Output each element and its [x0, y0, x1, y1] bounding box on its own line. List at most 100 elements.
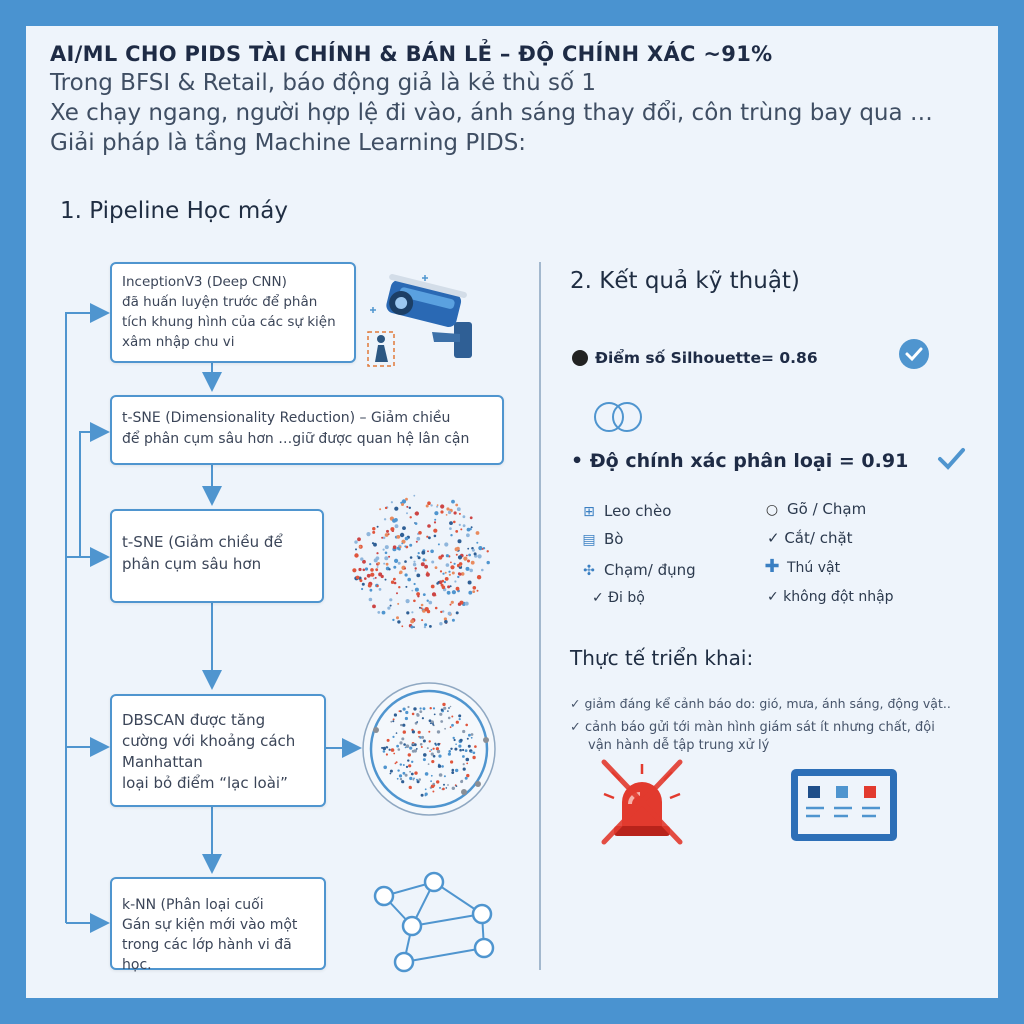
- scatter-dot: [414, 569, 417, 572]
- cluster-dot: [451, 715, 454, 718]
- cluster-dot: [392, 720, 395, 723]
- scatter-dot: [413, 599, 416, 603]
- scatter-dot: [428, 600, 433, 605]
- scatter-dot: [453, 511, 457, 515]
- scatter-dot: [424, 623, 428, 627]
- scatter-dot: [450, 600, 454, 604]
- tsne-scatter-plot: [352, 494, 490, 629]
- cluster-dot: [399, 777, 403, 781]
- cluster-dot: [386, 738, 390, 742]
- cluster-dot: [421, 735, 425, 739]
- scatter-dot: [384, 506, 388, 510]
- cluster-dot: [381, 746, 384, 749]
- scatter-dot: [392, 618, 395, 622]
- cluster-dot: [409, 776, 413, 781]
- step-4-line: cường với khoảng cách: [122, 732, 296, 750]
- security-camera-icon: [367, 274, 472, 367]
- step-1-line: tích khung hình của các sự kiện: [122, 314, 336, 330]
- scatter-dot: [417, 595, 420, 598]
- cluster-dot: [428, 730, 431, 733]
- scatter-dot: [401, 499, 407, 504]
- scatter-dot: [434, 511, 439, 516]
- cluster-dot: [436, 749, 441, 754]
- scatter-dot: [444, 577, 449, 581]
- cluster-dot: [429, 750, 431, 752]
- scatter-dot: [372, 577, 375, 580]
- cluster-dot: [398, 710, 401, 713]
- scatter-dot: [401, 625, 404, 628]
- cluster-dot: [427, 763, 430, 765]
- cluster-dot: [430, 774, 433, 777]
- scatter-dot: [456, 546, 460, 551]
- cluster-dot: [413, 707, 417, 711]
- cluster-dot: [439, 786, 441, 789]
- circle-icon: ○: [765, 502, 779, 518]
- scatter-dot: [472, 590, 476, 593]
- cluster-dot: [443, 706, 447, 710]
- scatter-dot: [457, 575, 460, 579]
- cluster-dot: [411, 760, 414, 763]
- scatter-dot: [359, 579, 363, 583]
- cluster-dot: [431, 760, 435, 764]
- cluster-dot: [405, 765, 409, 768]
- cluster-dot: [402, 707, 406, 711]
- scatter-dot: [408, 506, 411, 509]
- scatter-dot: [476, 575, 482, 580]
- scatter-dot: [370, 568, 374, 572]
- scatter-dot: [412, 562, 417, 567]
- scatter-dot: [449, 585, 452, 588]
- class-label: Leo chèo: [604, 502, 672, 520]
- scatter-dot: [445, 563, 450, 567]
- scatter-dot: [430, 549, 434, 554]
- cluster-dot: [449, 726, 452, 729]
- climb-icon: ⊞: [583, 504, 595, 520]
- cluster-dot: [440, 720, 444, 723]
- cluster-dot: [474, 745, 477, 748]
- scatter-dot: [463, 556, 468, 561]
- scatter-dot: [465, 566, 470, 571]
- cluster-dot: [462, 748, 465, 752]
- scatter-dot: [467, 580, 472, 585]
- scatter-dot: [473, 552, 477, 556]
- scatter-dot: [470, 526, 473, 529]
- scatter-dot: [476, 541, 479, 544]
- scatter-dot: [439, 570, 443, 573]
- scatter-dot: [393, 565, 397, 569]
- cluster-dot: [393, 713, 397, 717]
- scatter-dot: [425, 572, 430, 577]
- cluster-dot: [444, 727, 446, 730]
- class-animal: ✚Thú vật: [763, 556, 840, 577]
- cluster-dot: [462, 729, 466, 734]
- cluster-dot: [396, 777, 399, 780]
- step-1-line: InceptionV3 (Deep CNN): [122, 274, 287, 290]
- cluster-dot: [453, 738, 456, 742]
- scatter-dot: [447, 585, 451, 589]
- scatter-dot: [445, 514, 448, 516]
- scatter-dot: [398, 586, 401, 589]
- scatter-dot: [431, 592, 437, 597]
- deployment-point-2b: vận hành dễ tập trung xử lý: [588, 738, 770, 753]
- cluster-dot: [407, 759, 410, 762]
- cluster-dot: [472, 751, 476, 755]
- scatter-dot: [450, 534, 453, 537]
- scatter-dot: [440, 554, 444, 558]
- scatter-dot: [413, 582, 416, 586]
- scatter-dot: [426, 599, 429, 602]
- scatter-dot: [378, 572, 383, 577]
- scatter-dot: [433, 521, 437, 524]
- scatter-dot: [466, 533, 470, 538]
- scatter-dot: [460, 528, 463, 531]
- cluster-dot: [390, 748, 395, 752]
- cluster-dot: [470, 736, 473, 739]
- cluster-dot: [430, 720, 434, 724]
- scatter-dot: [394, 518, 398, 522]
- knn-graph-illustration: [373, 871, 495, 973]
- scatter-dot: [457, 539, 462, 544]
- cluster-dot: [434, 742, 437, 745]
- scatter-dot: [455, 553, 458, 556]
- scatter-dot: [424, 607, 429, 612]
- cluster-dot: [462, 767, 466, 771]
- cluster-dot: [423, 753, 427, 757]
- cluster-dot: [422, 707, 426, 711]
- scatter-dot: [437, 581, 440, 584]
